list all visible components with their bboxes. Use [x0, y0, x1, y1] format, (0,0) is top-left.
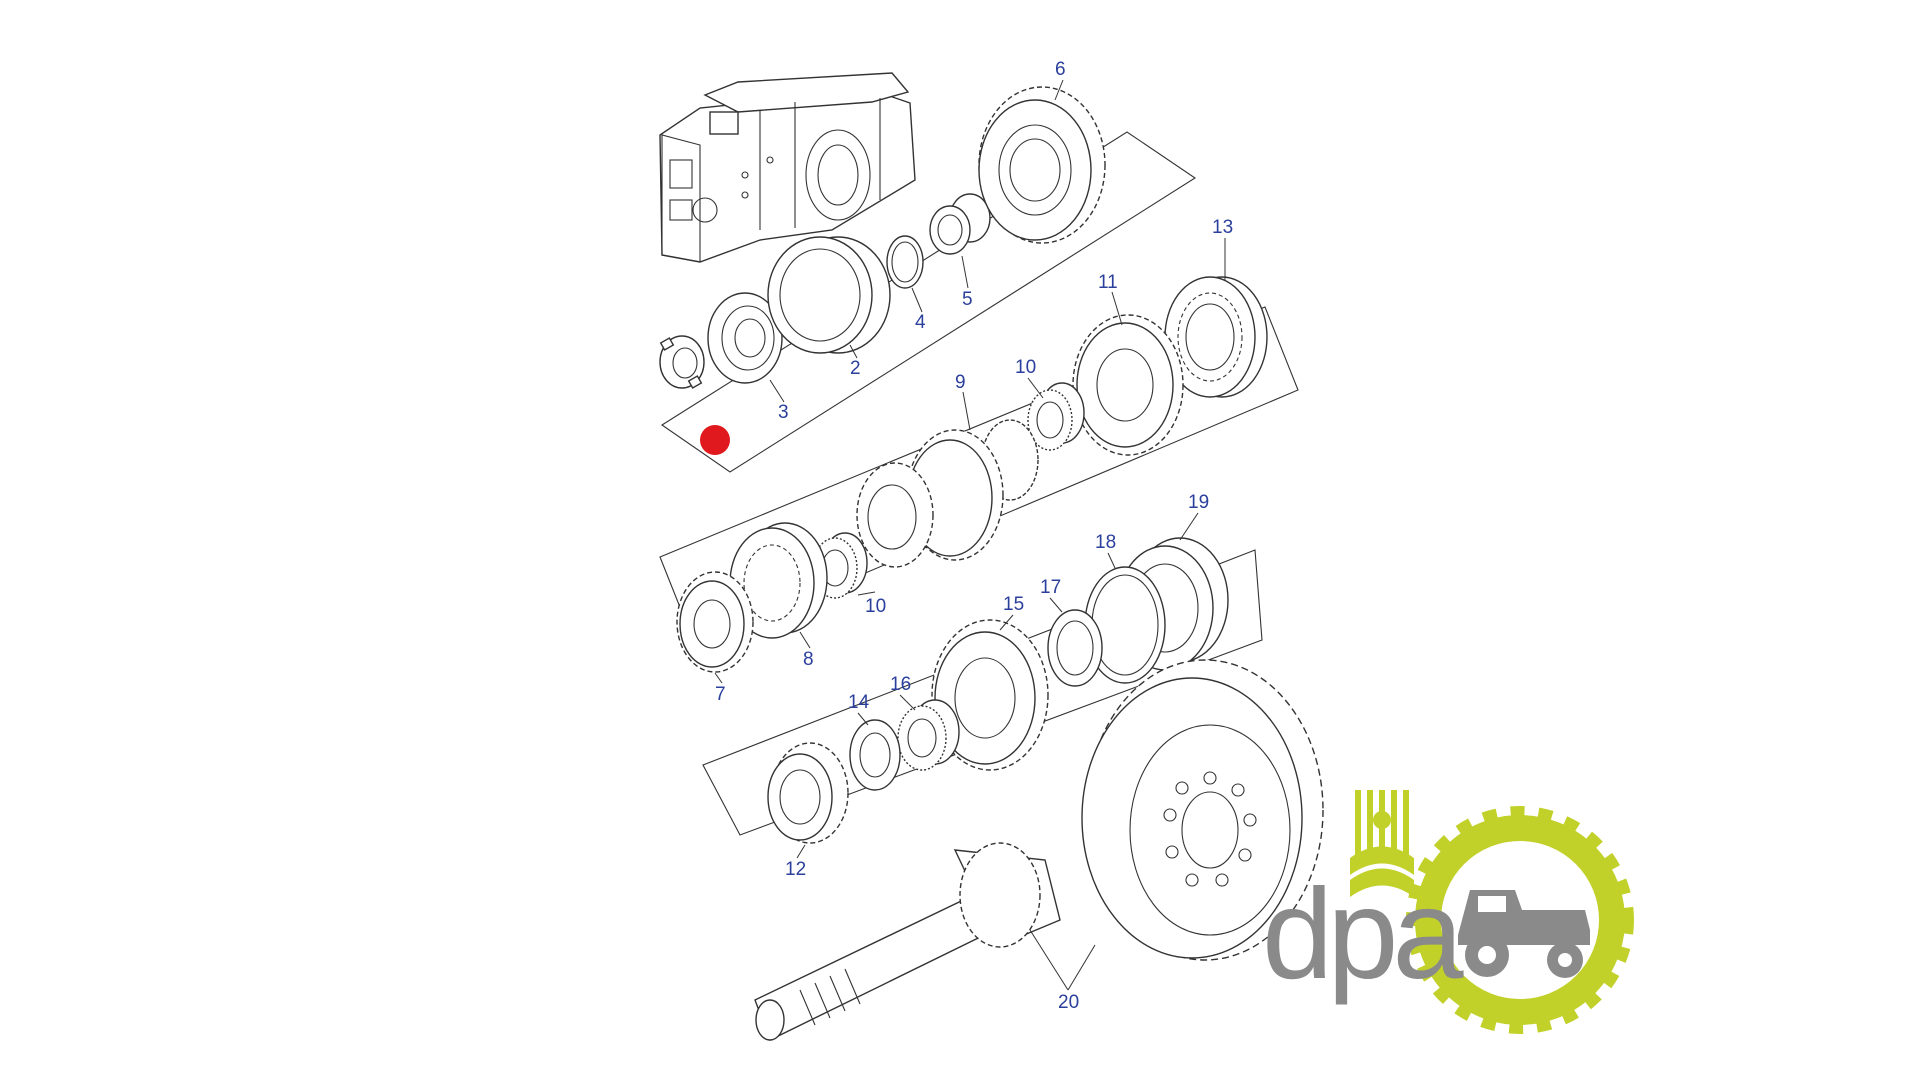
- callout-19: 19: [1188, 492, 1209, 513]
- part-16-bearing: [897, 699, 960, 771]
- part-6-gear: [978, 86, 1106, 244]
- part-10-bearing-lower: [812, 532, 868, 599]
- wheat-icon: [1350, 790, 1414, 897]
- part-12-gear: [767, 742, 849, 844]
- callout-9: 9: [955, 372, 966, 393]
- part-9-cluster-gear: [856, 419, 1039, 568]
- part-5-sleeve: [929, 193, 991, 255]
- part-18-ring: [1084, 566, 1166, 684]
- cog-ring-icon: [1406, 806, 1634, 1034]
- part-20-pinion-shaft: [754, 842, 1061, 1041]
- red-marker-dot: [700, 425, 730, 455]
- dpa-logo-text: dpa: [1262, 863, 1464, 1006]
- callout-6: 6: [1055, 59, 1066, 80]
- callout-10-upper: 10: [1015, 357, 1036, 378]
- transmission-housing: [659, 72, 916, 263]
- part-10-bearing-upper: [1027, 382, 1085, 451]
- callout-17: 17: [1040, 577, 1061, 598]
- callout-14: 14: [848, 692, 870, 713]
- part-4-ring: [886, 235, 924, 289]
- callout-8: 8: [803, 649, 814, 670]
- callout-2: 2: [850, 358, 861, 379]
- part-nut: [659, 335, 705, 389]
- part-3-bearing: [707, 292, 783, 384]
- callout-labels: 6 13 11 10 9 5 4 2 3 19 18 17 15 10 8 7 …: [715, 59, 1233, 1013]
- dpa-logo: dpa: [1262, 790, 1634, 1034]
- tractor-icon: [1458, 890, 1590, 978]
- callout-15: 15: [1003, 594, 1024, 615]
- part-15-gear: [931, 619, 1049, 771]
- part-13-synchro: [1164, 276, 1268, 398]
- callout-3: 3: [778, 402, 789, 423]
- part-2-cup: [767, 236, 891, 354]
- callout-20: 20: [1058, 992, 1079, 1013]
- callout-18: 18: [1095, 532, 1116, 553]
- part-7-gear: [676, 571, 754, 673]
- callout-12: 12: [785, 859, 806, 880]
- callout-4: 4: [915, 312, 926, 333]
- callout-10-lower: 10: [865, 596, 886, 617]
- part-11-gear: [1072, 314, 1184, 456]
- callout-5: 5: [962, 289, 973, 310]
- callout-11: 11: [1098, 272, 1118, 293]
- leader-lines: [714, 79, 1226, 991]
- part-20-crown-wheel: [1081, 659, 1324, 961]
- part-17-washer: [1047, 609, 1103, 687]
- callout-16: 16: [890, 674, 911, 695]
- callout-7: 7: [715, 684, 726, 705]
- part-14-washer: [849, 719, 901, 791]
- callout-13: 13: [1212, 217, 1233, 238]
